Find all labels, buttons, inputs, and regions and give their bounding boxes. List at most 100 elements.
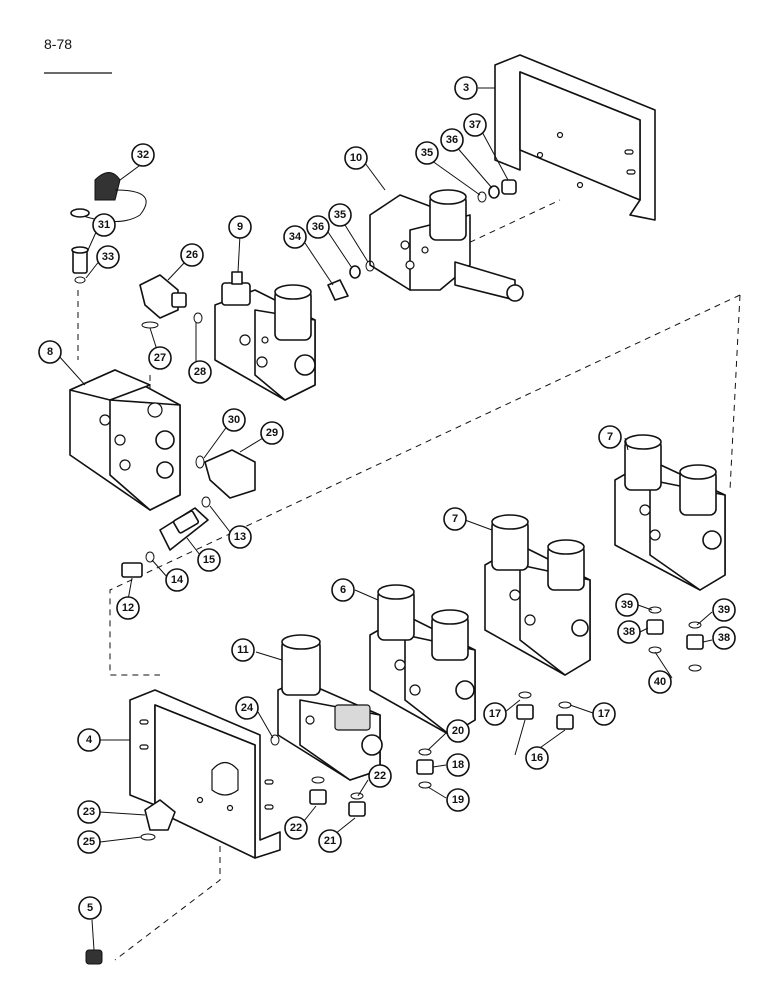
callout-5: 5 bbox=[78, 896, 102, 920]
svg-text:17: 17 bbox=[598, 708, 610, 720]
callout-32: 32 bbox=[131, 143, 155, 167]
callout-40: 40 bbox=[648, 670, 672, 694]
svg-text:17: 17 bbox=[489, 708, 501, 720]
callout-3: 3 bbox=[454, 76, 478, 100]
callout-4: 4 bbox=[77, 728, 101, 752]
svg-text:35: 35 bbox=[421, 147, 433, 159]
svg-text:19: 19 bbox=[452, 794, 464, 806]
svg-text:22: 22 bbox=[374, 770, 386, 782]
svg-text:27: 27 bbox=[154, 352, 166, 364]
svg-text:21: 21 bbox=[324, 835, 336, 847]
callout-9: 9 bbox=[228, 215, 252, 239]
callout-6: 6 bbox=[331, 578, 355, 602]
elbow-fitting-26 bbox=[139, 274, 203, 329]
svg-text:39: 39 bbox=[621, 599, 633, 611]
fittings-35-36-37-upper bbox=[477, 179, 517, 203]
callout-39: 39 bbox=[712, 598, 736, 622]
callout-12: 12 bbox=[116, 596, 140, 620]
callout-36: 36 bbox=[306, 215, 330, 239]
valve-11 bbox=[277, 634, 383, 781]
leader-lines bbox=[57, 87, 713, 951]
small-fittings-lower bbox=[270, 606, 704, 817]
callout-31: 31 bbox=[92, 213, 116, 237]
svg-text:10: 10 bbox=[350, 152, 362, 164]
svg-text:16: 16 bbox=[531, 752, 543, 764]
callout-22: 22 bbox=[368, 764, 392, 788]
callout-38: 38 bbox=[617, 620, 641, 644]
callout-10: 10 bbox=[344, 146, 368, 170]
svg-text:24: 24 bbox=[241, 702, 254, 714]
svg-text:37: 37 bbox=[469, 119, 481, 131]
svg-text:28: 28 bbox=[194, 366, 206, 378]
valve-10-assembly bbox=[369, 189, 524, 302]
svg-text:29: 29 bbox=[266, 427, 278, 439]
callout-22: 22 bbox=[284, 816, 308, 840]
svg-text:14: 14 bbox=[171, 574, 184, 586]
svg-text:30: 30 bbox=[228, 414, 240, 426]
manifold-block-8 bbox=[69, 369, 181, 511]
callout-28: 28 bbox=[188, 360, 212, 384]
callout-29: 29 bbox=[260, 421, 284, 445]
elbow-fitting-23 bbox=[140, 799, 176, 841]
callout-24: 24 bbox=[235, 696, 259, 720]
svg-text:25: 25 bbox=[83, 836, 95, 848]
svg-text:31: 31 bbox=[98, 219, 110, 231]
callout-39: 39 bbox=[615, 593, 639, 617]
callout-35: 35 bbox=[328, 203, 352, 227]
fittings-12-to-15 bbox=[121, 496, 211, 578]
callout-11: 11 bbox=[231, 638, 255, 662]
callout-13: 13 bbox=[228, 525, 252, 549]
fittings-29-30 bbox=[195, 449, 256, 499]
svg-text:15: 15 bbox=[203, 554, 215, 566]
mounting-bracket-lower bbox=[129, 689, 281, 859]
callout-16: 16 bbox=[525, 746, 549, 770]
svg-text:5: 5 bbox=[87, 902, 93, 914]
callout-17: 17 bbox=[483, 702, 507, 726]
callout-36: 36 bbox=[440, 128, 464, 152]
svg-text:4: 4 bbox=[86, 734, 93, 746]
callout-17: 17 bbox=[592, 702, 616, 726]
svg-text:13: 13 bbox=[234, 531, 246, 543]
svg-text:34: 34 bbox=[289, 231, 302, 243]
svg-text:9: 9 bbox=[237, 221, 243, 233]
svg-text:11: 11 bbox=[237, 644, 249, 656]
svg-text:20: 20 bbox=[452, 725, 464, 737]
callout-15: 15 bbox=[197, 548, 221, 572]
valve-7-middle bbox=[484, 514, 591, 676]
valve-9-assembly bbox=[214, 271, 316, 401]
svg-text:7: 7 bbox=[607, 431, 613, 443]
svg-text:36: 36 bbox=[446, 134, 458, 146]
dust-cap-32 bbox=[70, 172, 147, 222]
callout-26: 26 bbox=[180, 243, 204, 267]
plug-5 bbox=[85, 949, 103, 965]
mounting-bracket-upper bbox=[494, 54, 656, 221]
svg-text:23: 23 bbox=[83, 806, 95, 818]
callout-27: 27 bbox=[148, 346, 172, 370]
callout-38: 38 bbox=[712, 626, 736, 650]
callout-25: 25 bbox=[77, 830, 101, 854]
callout-23: 23 bbox=[77, 800, 101, 824]
svg-text:38: 38 bbox=[718, 632, 730, 644]
callout-8: 8 bbox=[38, 340, 62, 364]
svg-text:38: 38 bbox=[623, 626, 635, 638]
svg-text:22: 22 bbox=[290, 822, 302, 834]
fitting-31 bbox=[71, 246, 89, 284]
svg-text:18: 18 bbox=[452, 759, 464, 771]
svg-text:6: 6 bbox=[340, 584, 346, 596]
svg-text:32: 32 bbox=[137, 149, 149, 161]
callout-7: 7 bbox=[443, 507, 467, 531]
callout-18: 18 bbox=[446, 753, 470, 777]
callout-35: 35 bbox=[415, 141, 439, 165]
svg-text:12: 12 bbox=[122, 602, 134, 614]
callout-33: 33 bbox=[96, 245, 120, 269]
callout-7: 7 bbox=[598, 425, 622, 449]
svg-text:3: 3 bbox=[463, 82, 469, 94]
callout-30: 30 bbox=[222, 408, 246, 432]
callout-19: 19 bbox=[446, 788, 470, 812]
callout-14: 14 bbox=[165, 568, 189, 592]
callout-20: 20 bbox=[446, 719, 470, 743]
svg-text:33: 33 bbox=[102, 251, 114, 263]
svg-text:40: 40 bbox=[654, 676, 666, 688]
callout-34: 34 bbox=[283, 225, 307, 249]
svg-text:26: 26 bbox=[186, 249, 198, 261]
